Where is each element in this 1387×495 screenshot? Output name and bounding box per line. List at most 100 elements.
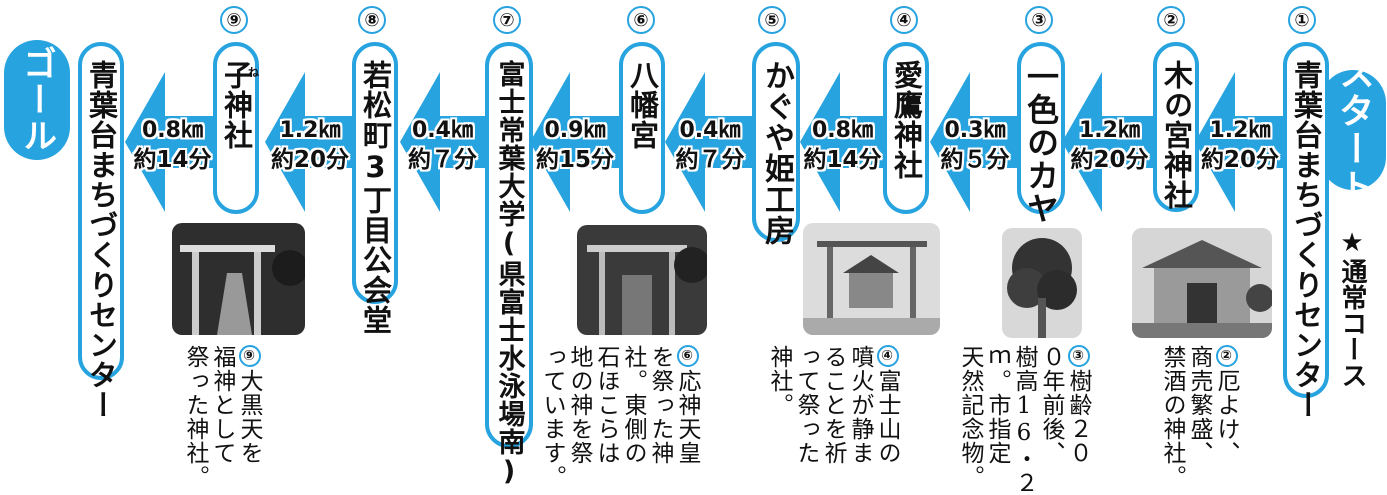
shrine-photo-graphic-4 bbox=[803, 223, 940, 335]
stop-pill-1: 青葉台まちづくりセンター bbox=[1283, 42, 1329, 420]
desc-4-text-1: 富士山の bbox=[874, 369, 900, 465]
leg-time-9: 約14分 bbox=[133, 147, 212, 173]
leg-arrow-4: 0.8㎞ 約14分 bbox=[800, 72, 885, 212]
stop-name-7: 富士常葉大学(県富士水泳場南) bbox=[493, 60, 525, 488]
desc-2-line-1: ②厄よけ、 bbox=[1213, 345, 1239, 489]
leg-distance-7: 0.4㎞ bbox=[412, 118, 473, 143]
stop-number-4: ④ bbox=[890, 6, 918, 34]
leg-time-7: 約７分 bbox=[408, 147, 477, 173]
stop-pill-7: 富士常葉大学(県富士水泳場南) bbox=[485, 42, 533, 488]
tree-photo-graphic-3 bbox=[1002, 228, 1082, 338]
start-badge: スタート bbox=[1320, 54, 1386, 206]
desc-3-line-4: ｍ。市指定 bbox=[984, 345, 1010, 465]
photo-kinomiya-shrine bbox=[1132, 228, 1272, 338]
goal-point-name: 青葉台まちづくりセンター bbox=[84, 60, 119, 420]
photo-ashitaka-shrine bbox=[803, 223, 940, 335]
leg-arrow-1: 1.2㎞ 約20分 bbox=[1195, 72, 1285, 212]
stop-pill-2: 木の宮神社 bbox=[1153, 42, 1199, 212]
course-label: ★通常コース bbox=[1337, 228, 1367, 388]
arrow-shape-4 bbox=[800, 72, 885, 212]
description-isshiki-kaya: ③樹齢２０ ０年前後、 樹高16・２ ｍ。市指定 天然記念物。 bbox=[957, 345, 1091, 495]
stop-number-1: ① bbox=[1288, 6, 1316, 34]
arrow-shape-8 bbox=[265, 72, 355, 212]
desc-3-number: ③ bbox=[1068, 345, 1090, 367]
shrine-photo-graphic-2 bbox=[1132, 228, 1272, 338]
stop-name-4: 愛鷹神社 bbox=[889, 60, 924, 180]
desc-6-line-3: 社。東側の bbox=[620, 345, 646, 465]
desc-9-number: ⑨ bbox=[239, 345, 261, 367]
desc-2-line-2: 商売繁盛、 bbox=[1186, 345, 1212, 465]
arrow-shape-3 bbox=[930, 72, 1020, 212]
description-hachimangu: ⑥応神天皇 を祭った神 社。東側の 石ほこらは 地の神を祭 っています。 bbox=[539, 345, 700, 489]
desc-6-line-4: 石ほこらは bbox=[593, 345, 619, 465]
desc-3-line-2: ０年前後、 bbox=[1038, 345, 1064, 465]
leg-arrow-8: 1.2㎞ 約20分 bbox=[265, 72, 355, 212]
desc-3-line-5: 天然記念物。 bbox=[957, 345, 983, 489]
desc-2-line-3: 禁酒の神社。 bbox=[1159, 345, 1185, 489]
shrine-photo-graphic-6 bbox=[577, 225, 707, 335]
arrow-shape-6 bbox=[530, 72, 620, 212]
desc-3-text-1: 樹齢２０ bbox=[1065, 369, 1091, 465]
leg-distance-6: 0.9㎞ bbox=[544, 118, 606, 143]
arrow-shape-7 bbox=[400, 72, 485, 212]
leg-time-6: 約15分 bbox=[535, 147, 614, 173]
stop-pill-8: 若松町3丁目公会堂 bbox=[352, 42, 398, 335]
arrow-shape-2 bbox=[1062, 72, 1157, 212]
desc-4-line-5: 神社。 bbox=[766, 345, 792, 417]
stop-pill-6: 八幡宮 bbox=[619, 42, 665, 214]
desc-6-line-1: ⑥応神天皇 bbox=[674, 345, 700, 489]
desc-9-text-1: 大黒天を bbox=[236, 369, 262, 465]
stop-name-3: 一色のカヤ bbox=[1022, 60, 1060, 225]
desc-4-number: ④ bbox=[877, 345, 899, 367]
stop-pill-3: 一色のカヤ bbox=[1017, 42, 1065, 225]
desc-4-line-4: って祭った bbox=[793, 345, 819, 465]
arrow-shape-1 bbox=[1195, 72, 1285, 212]
leg-time-1: 約20分 bbox=[1200, 147, 1279, 173]
goal-badge: ゴール bbox=[4, 40, 70, 160]
leg-arrow-5: 0.4㎞ 約７分 bbox=[665, 72, 755, 212]
photo-hachimangu bbox=[577, 225, 707, 335]
leg-distance-1: 1.2㎞ bbox=[1209, 118, 1271, 143]
stop-pill-5: かぐや姫工房 bbox=[752, 42, 800, 246]
stop-pill-9: 子神社 ね bbox=[213, 42, 259, 214]
stop-name-8: 若松町3丁目公会堂 bbox=[358, 60, 393, 335]
desc-6-line-2: を祭った神 bbox=[647, 345, 673, 465]
stop-name-5: かぐや姫工房 bbox=[759, 60, 794, 246]
description-ashitaka: ④富士山の 噴火が静ま ることを祈 って祭った 神社。 bbox=[766, 345, 900, 465]
leg-distance-9: 0.8㎞ bbox=[142, 118, 203, 143]
leg-time-5: 約７分 bbox=[675, 147, 745, 173]
desc-6-line-6: っています。 bbox=[539, 345, 565, 489]
stop-pill-4: 愛鷹神社 bbox=[883, 42, 929, 214]
goal-pill: 青葉台まちづくりセンター bbox=[78, 42, 124, 420]
leg-distance-2: 1.2㎞ bbox=[1079, 118, 1140, 143]
stop-number-8: ⑧ bbox=[358, 6, 386, 34]
leg-time-8: 約20分 bbox=[270, 147, 349, 173]
stop-ruby-9: ね bbox=[248, 66, 259, 79]
goal-label: ゴール bbox=[16, 46, 57, 154]
description-kinomiya: ②厄よけ、 商売繁盛、 禁酒の神社。 bbox=[1159, 345, 1239, 489]
desc-4-line-3: ることを祈 bbox=[820, 345, 846, 465]
stop-number-5: ⑤ bbox=[758, 6, 786, 34]
desc-6-number: ⑥ bbox=[677, 345, 699, 367]
description-ne-shrine: ⑨大黒天を 福神として 祭った神社。 bbox=[182, 345, 262, 489]
desc-9-line-3: 祭った神社。 bbox=[182, 345, 208, 489]
stop-name-1: 青葉台まちづくりセンター bbox=[1289, 60, 1324, 420]
leg-distance-3: 0.3㎞ bbox=[944, 118, 1006, 143]
desc-4-line-1: ④富士山の bbox=[874, 345, 900, 465]
desc-3-line-1: ③樹齢２０ bbox=[1065, 345, 1091, 495]
leg-time-3: 約５分 bbox=[940, 147, 1010, 173]
leg-arrow-7: 0.4㎞ 約７分 bbox=[400, 72, 485, 212]
start-label: スタート bbox=[1333, 54, 1374, 206]
stop-name-6: 八幡宮 bbox=[625, 60, 660, 150]
desc-4-line-2: 噴火が静ま bbox=[847, 345, 873, 465]
photo-ne-shrine bbox=[172, 223, 305, 335]
desc-3-line-3: 樹高16・２ bbox=[1011, 345, 1037, 495]
stop-number-2: ② bbox=[1157, 6, 1185, 34]
stop-number-6: ⑥ bbox=[627, 6, 655, 34]
desc-6-line-5: 地の神を祭 bbox=[566, 345, 592, 465]
photo-isshiki-kaya bbox=[1002, 228, 1082, 338]
stop-name-9: 子神社 bbox=[219, 60, 254, 150]
leg-arrow-6: 0.9㎞ 約15分 bbox=[530, 72, 620, 212]
desc-6-text-1: 応神天皇 bbox=[674, 369, 700, 465]
leg-time-4: 約14分 bbox=[803, 147, 882, 173]
